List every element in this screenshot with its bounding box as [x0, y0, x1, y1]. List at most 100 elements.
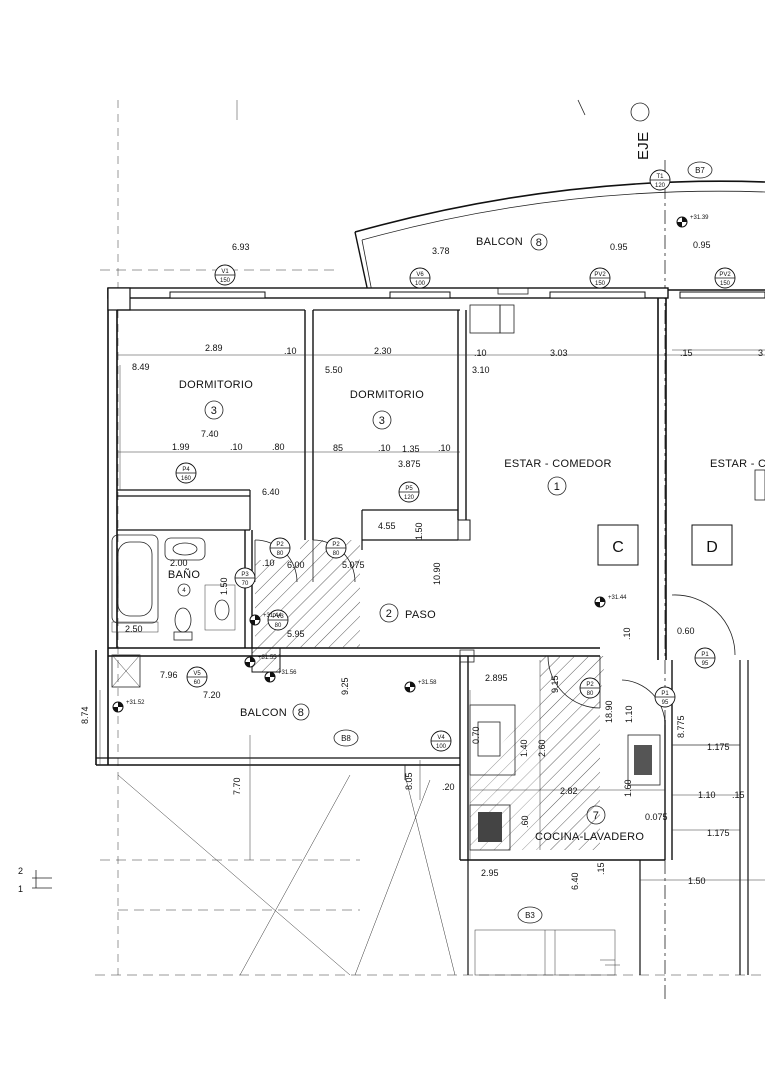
opening-code: P1 [701, 652, 709, 658]
opening-tag-p2-a: P2 80 [269, 537, 291, 559]
svg-text:ESTAR - COMEDOR: ESTAR - COMEDOR [710, 458, 765, 470]
dimension-d-378: 3.78 [432, 246, 450, 256]
dimension-d-720: 7.20 [203, 690, 221, 700]
box-b8: B8 [333, 729, 359, 747]
room-estar-comedor: ESTAR - COMEDOR 1 [504, 458, 612, 496]
room-dormitorio-1: DORMITORIO 3 [179, 379, 253, 420]
svg-text:DORMITORIO: DORMITORIO [350, 389, 424, 401]
dimension-d-5075: 5.075 [342, 560, 365, 570]
svg-text:7: 7 [593, 810, 599, 822]
dimension-d-8775: 8.775 [676, 715, 686, 738]
opening-tag-v4: V4 100 [430, 730, 452, 752]
opening-width: 100 [436, 744, 447, 750]
dimension-d-3r: 3 [758, 348, 763, 358]
dimension-d-010g: .10 [622, 627, 632, 640]
dimension-d-110b: 1.10 [698, 790, 716, 800]
dimension-d-740: 7.40 [201, 429, 219, 439]
opening-width: 80 [587, 691, 594, 697]
opening-width: 160 [181, 476, 192, 482]
kitchen-fixtures [469, 704, 665, 851]
dimension-d-110: 1.10 [624, 705, 634, 723]
dimension-d-135: 1.35 [402, 444, 420, 454]
dimension-d-010c: .10 [230, 442, 243, 452]
dimension-d-550: 5.50 [325, 365, 343, 375]
opening-width: 120 [404, 495, 415, 501]
svg-text:3: 3 [379, 415, 385, 427]
room-dormitorio-2: DORMITORIO 3 [350, 389, 424, 430]
svg-text:4: 4 [182, 588, 186, 594]
dimension-d-3875: 3.875 [398, 459, 421, 469]
dimension-d-010a: .10 [284, 346, 297, 356]
neighbor-unit [640, 349, 765, 881]
dimension-d-015b: .15 [732, 790, 745, 800]
interior-walls [108, 298, 749, 975]
dimension-d-1890: 18.90 [604, 700, 614, 723]
room-cocina: 7 COCINA-LAVADERO [535, 805, 644, 843]
dimension-d-060b: .60 [520, 815, 530, 828]
hatched-areas [255, 540, 605, 850]
svg-text:BAÑO: BAÑO [168, 568, 201, 581]
dimension-d-0075: 0.075 [645, 812, 668, 822]
opening-width: 80 [277, 551, 284, 557]
opening-code: P2 [276, 542, 284, 548]
balcony-top [354, 180, 765, 293]
level-value: +31.44 [263, 613, 282, 619]
dimension-d-199: 1.99 [172, 442, 190, 452]
level-marker-l6: +31.55 [244, 655, 277, 668]
dimension-d-150c: 1.50 [688, 876, 706, 886]
room-balcon-bottom: BALCON 8 [240, 703, 310, 721]
unit-letter-c-text: C [612, 539, 624, 556]
level-marker-l3: +31.56 [264, 670, 297, 683]
dimension-d-010b: .10 [474, 348, 487, 358]
dimension-d-150a: 1.50 [414, 522, 424, 540]
opening-code: PV2 [594, 272, 606, 278]
axis-lines [95, 100, 765, 1000]
balcony-bottom [117, 765, 456, 976]
svg-text:B8: B8 [341, 734, 351, 743]
dimension-d-874: 8.74 [80, 706, 90, 724]
dimension-d-310: 3.10 [472, 365, 490, 375]
dimension-d-915: 9.15 [550, 675, 560, 693]
eje-text: EJE [635, 132, 652, 160]
dimension-d-693: 6.93 [232, 242, 250, 252]
opening-width: 95 [702, 661, 709, 667]
svg-text:2: 2 [386, 608, 392, 620]
svg-text:ESTAR - COMEDOR: ESTAR - COMEDOR [504, 458, 612, 470]
opening-code: P5 [405, 486, 413, 492]
opening-code: T1 [656, 174, 664, 180]
level-value: +31.39 [690, 215, 709, 221]
svg-text:B7: B7 [695, 166, 705, 175]
dimension-d-140: 1.40 [519, 739, 529, 757]
dimension-d-640b: 6.40 [570, 872, 580, 890]
dimension-d-805: 8.05 [404, 772, 414, 790]
dimension-d-230: 2.30 [374, 346, 392, 356]
svg-text:8: 8 [298, 707, 304, 719]
opening-tag-p1-a: P1 95 [694, 647, 716, 669]
unit-letter-d: D [691, 524, 733, 566]
dimension-d-282: 2.82 [560, 786, 578, 796]
opening-code: V4 [437, 735, 445, 741]
svg-text:BALCON: BALCON [240, 707, 287, 719]
dimension-d-595: 5.95 [287, 629, 305, 639]
dimension-d-925: 9.25 [340, 677, 350, 695]
dimension-d-250: 2.50 [125, 624, 143, 634]
svg-text:1: 1 [18, 884, 23, 894]
dimension-d-1175b: 1.175 [707, 828, 730, 838]
opening-code: V6 [416, 272, 424, 278]
svg-text:BALCON: BALCON [476, 236, 523, 248]
svg-text:COCINA-LAVADERO: COCINA-LAVADERO [535, 831, 644, 843]
dimension-d-010d: .10 [378, 443, 391, 453]
level-markers: +31.39+31.44+31.56+31.58+31.52+31.55+31.… [112, 215, 709, 713]
level-marker-l5: +31.52 [112, 700, 145, 713]
opening-width: 150 [720, 281, 731, 287]
level-value: +31.56 [278, 670, 297, 676]
dimension-d-1175a: 1.175 [707, 742, 730, 752]
box-b7: B7 [687, 161, 713, 179]
axis-eje-label: EJE [577, 99, 652, 160]
